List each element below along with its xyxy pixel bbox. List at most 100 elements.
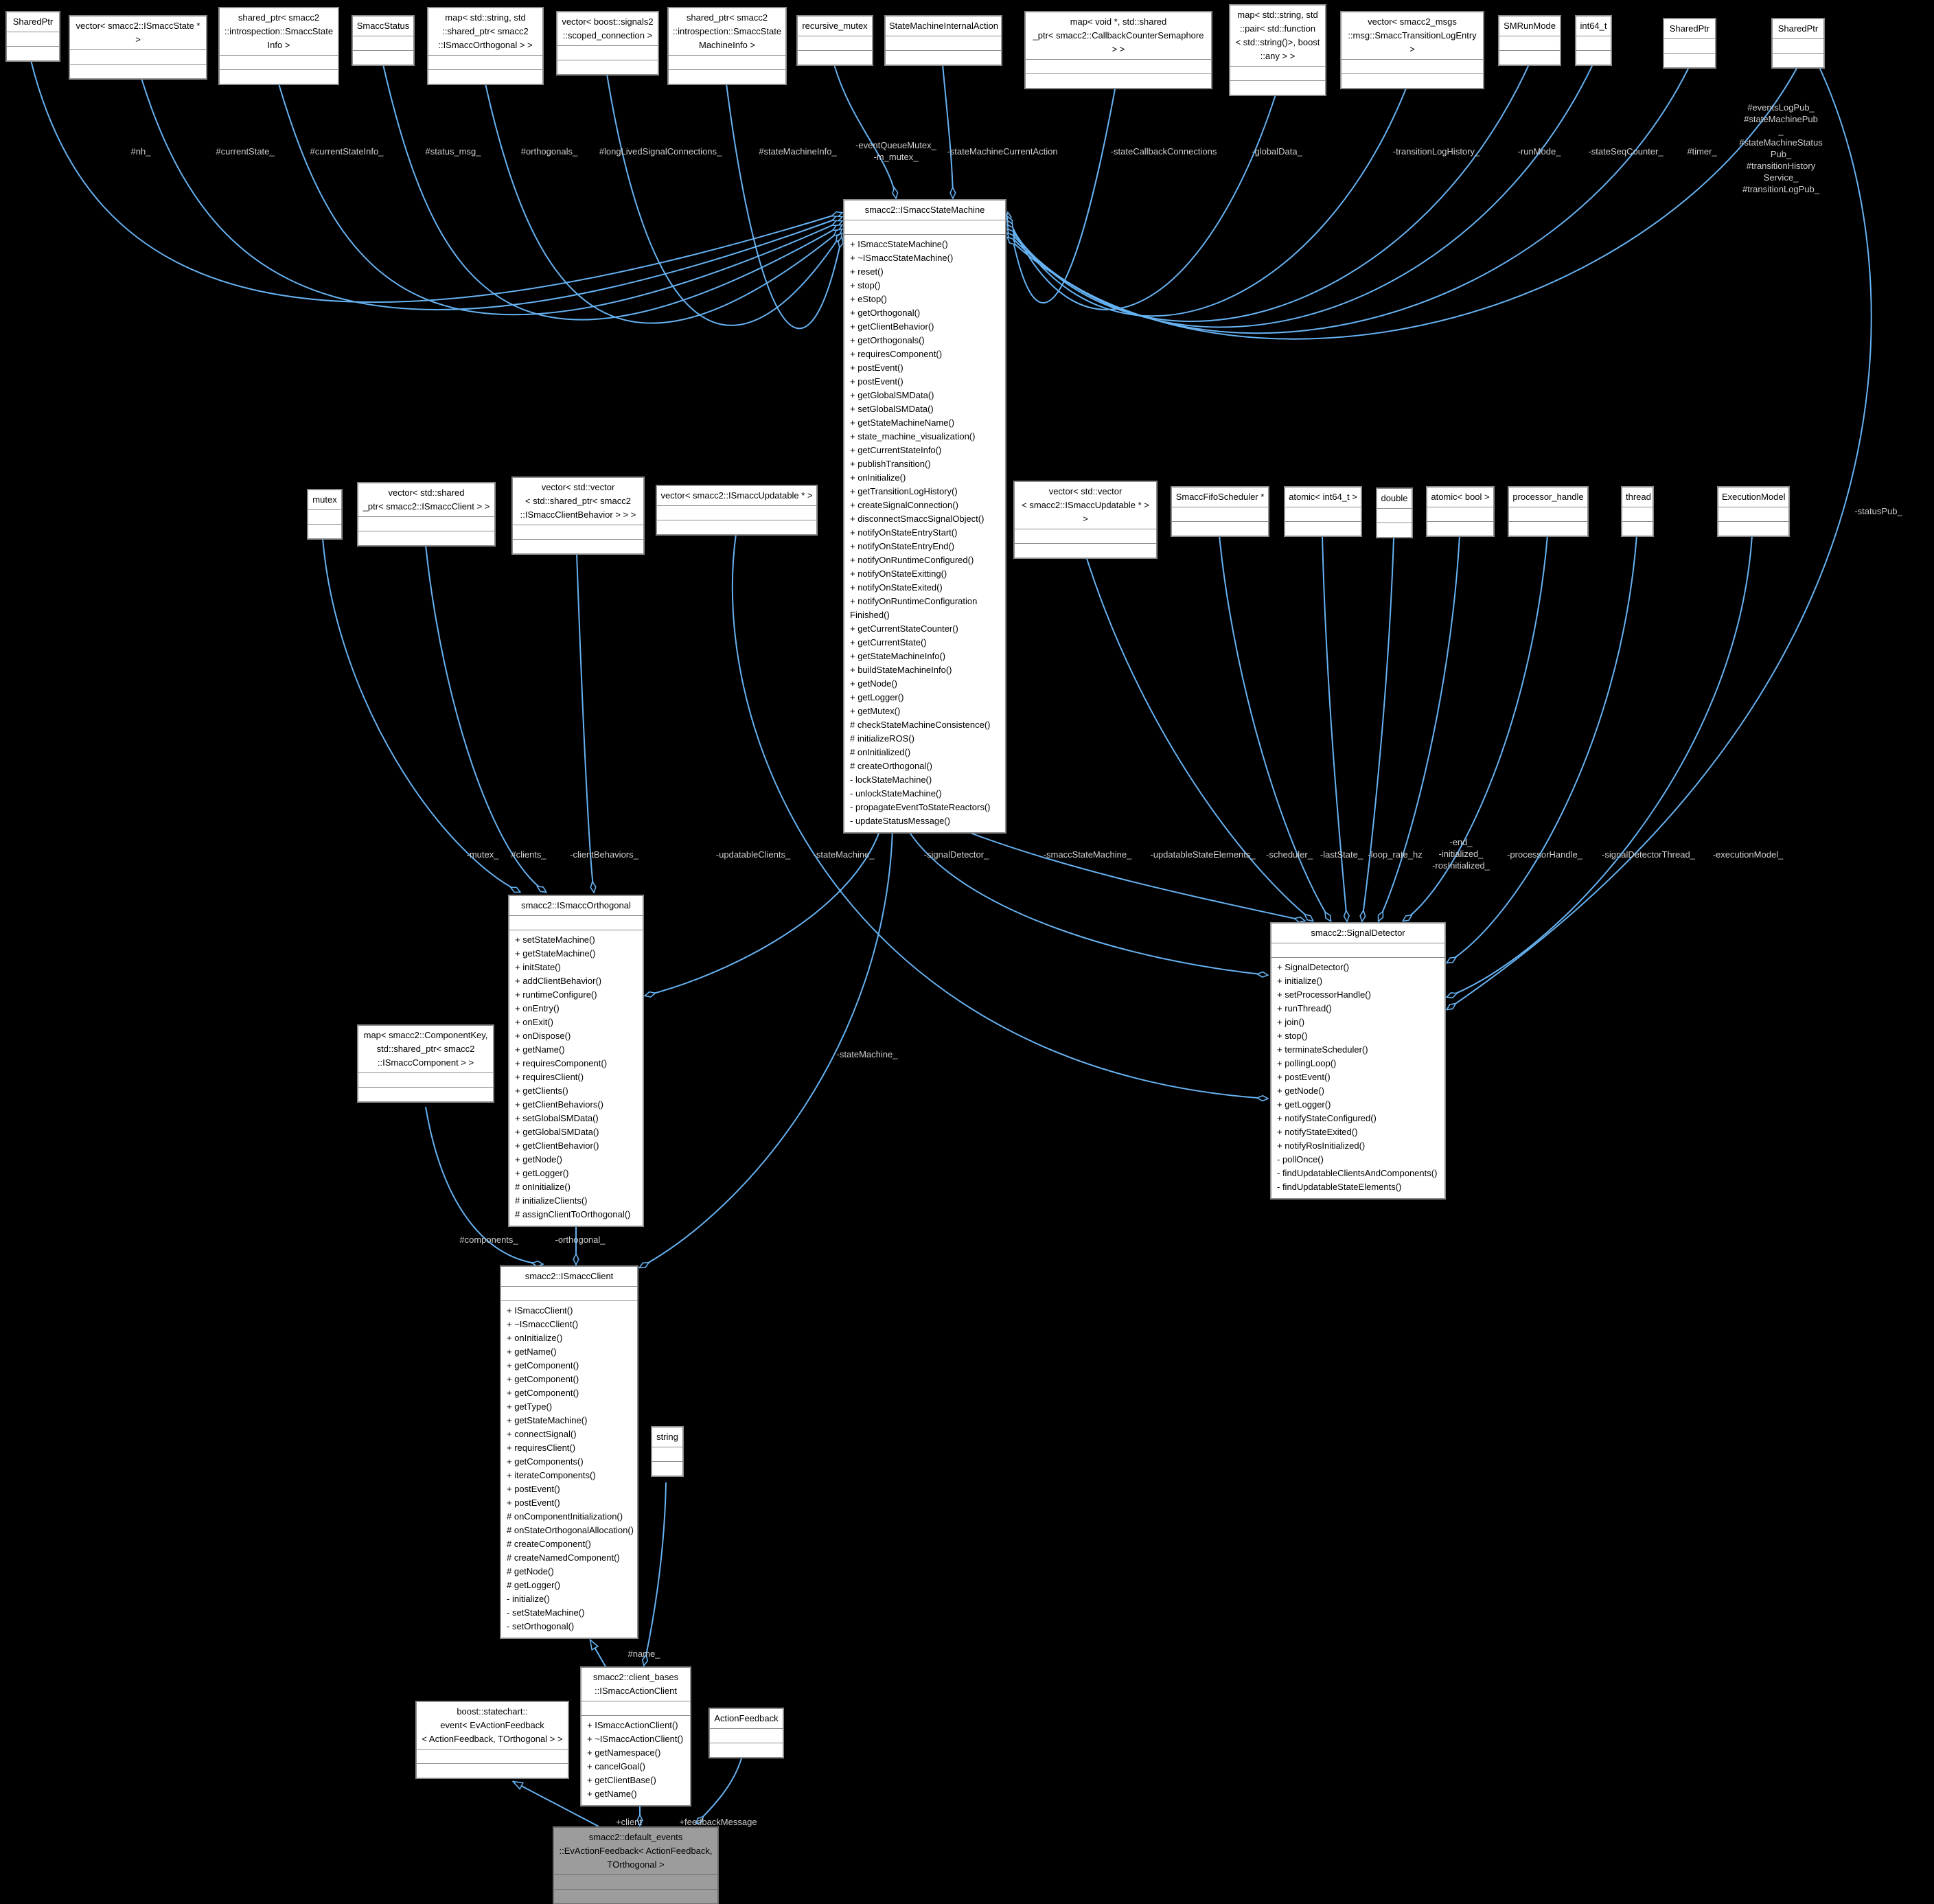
class-box-smrunmode[interactable]: SMRunMode bbox=[1498, 15, 1561, 66]
class-box-vector-ismaccclient[interactable]: vector< std::shared_ptr< smacc2::ISmaccC… bbox=[357, 482, 496, 547]
method: + getClientBehavior() bbox=[850, 321, 934, 332]
class-box-thread[interactable]: thread bbox=[1621, 486, 1654, 537]
class-title: shared_ptr< smacc2::introspection::Smacc… bbox=[669, 8, 785, 56]
methods-section: + SignalDetector()+ initialize()+ setPro… bbox=[1271, 958, 1444, 1198]
class-title: vector< std::shared_ptr< smacc2::ISmaccC… bbox=[358, 483, 494, 517]
class-box-executionmodel[interactable]: ExecutionModel bbox=[1717, 486, 1790, 537]
edge-processorHandle bbox=[1403, 535, 1548, 921]
class-box-actionfeedback[interactable]: ActionFeedback bbox=[709, 1708, 784, 1758]
method: + SignalDetector() bbox=[1277, 962, 1350, 972]
class-box-vector-ismaccupdatable[interactable]: vector< smacc2::ISmaccUpdatable * > bbox=[656, 485, 818, 536]
operations-section bbox=[1718, 522, 1788, 536]
class-box-ismaccclient[interactable]: smacc2::ISmaccClient+ ISmaccClient()+ ~I… bbox=[500, 1265, 638, 1639]
method: + getType() bbox=[507, 1401, 553, 1412]
class-box-smaccfifoscheduler[interactable]: SmaccFifoScheduler * bbox=[1171, 486, 1269, 537]
class-box-map-orthogonals[interactable]: map< std::string, std::shared_ptr< smacc… bbox=[427, 7, 544, 85]
class-box-evactionfeedback[interactable]: smacc2::default_events::EvActionFeedback… bbox=[553, 1826, 719, 1904]
methods-section: + ISmaccClient()+ ~ISmaccClient()+ onIni… bbox=[501, 1301, 637, 1638]
edge-updatableClients bbox=[731, 534, 1267, 1099]
class-box-sharedptr-smaccstatemachineinfo[interactable]: shared_ptr< smacc2::introspection::Smacc… bbox=[667, 7, 787, 85]
edge-eventQueueMutex bbox=[833, 64, 896, 198]
class-box-vector-vector-ismaccupdatable[interactable]: vector< std::vector< smacc2::ISmaccUpdat… bbox=[1013, 481, 1158, 559]
method: # initializeROS() bbox=[850, 733, 914, 744]
class-box-vector-clientbehaviors[interactable]: vector< std::vector< std::shared_ptr< sm… bbox=[511, 477, 645, 555]
class-box-recursive-mutex[interactable]: recursive_mutex bbox=[796, 15, 873, 66]
class-box-statemachineinternalaction[interactable]: StateMachineInternalAction bbox=[884, 15, 1002, 66]
method: + getNamespace() bbox=[587, 1747, 661, 1758]
operations-section bbox=[1015, 544, 1156, 558]
edge-label: -stateMachineCurrentAction bbox=[947, 146, 1058, 157]
class-box-map-components[interactable]: map< smacc2::ComponentKey,std::shared_pt… bbox=[357, 1024, 494, 1103]
class-box-map-callbackcountersemaphore[interactable]: map< void *, std::shared_ptr< smacc2::Ca… bbox=[1024, 11, 1212, 89]
method: + eStop() bbox=[850, 294, 887, 304]
class-box-vector-ismaccstate[interactable]: vector< smacc2::ISmaccState * > bbox=[69, 15, 207, 80]
method: # onStateOrthogonalAllocation() bbox=[507, 1525, 634, 1535]
class-title: vector< smacc2::ISmaccState * > bbox=[70, 16, 206, 50]
method: - setStateMachine() bbox=[507, 1607, 585, 1618]
edge-label: -processorHandle_ bbox=[1507, 849, 1582, 860]
attributes-section bbox=[1718, 507, 1788, 522]
class-box-boost-statechart-event[interactable]: boost::statechart::event< EvActionFeedba… bbox=[415, 1701, 569, 1779]
class-box-processor-handle[interactable]: processor_handle bbox=[1508, 486, 1589, 537]
class-box-double[interactable]: double bbox=[1376, 488, 1413, 538]
class-box-ismaccorthogonal[interactable]: smacc2::ISmaccOrthogonal+ setStateMachin… bbox=[508, 895, 644, 1227]
class-box-map-string-pair[interactable]: map< std::string, std::pair< std::functi… bbox=[1229, 4, 1326, 96]
edge-lastState bbox=[1322, 535, 1347, 921]
class-box-atomic-bool[interactable]: atomic< bool > bbox=[1426, 486, 1495, 537]
class-box-vector-scoped-connection[interactable]: vector< boost::signals2::scoped_connecti… bbox=[556, 11, 659, 76]
class-box-signaldetector[interactable]: smacc2::SignalDetector+ SignalDetector()… bbox=[1270, 922, 1446, 1200]
edge-label: -scheduler_ bbox=[1266, 849, 1313, 860]
class-title: SMRunMode bbox=[1499, 16, 1560, 36]
edge-signalDetectorThread bbox=[1447, 535, 1637, 963]
edge-loop-rate-hz bbox=[1362, 538, 1394, 921]
class-box-sharedptr-smaccstateinfo[interactable]: shared_ptr< smacc2::introspection::Smacc… bbox=[218, 7, 339, 85]
method: + getNode() bbox=[850, 678, 898, 689]
method: + setProcessorHandle() bbox=[1277, 989, 1371, 1000]
class-box-int64-t[interactable]: int64_t bbox=[1575, 15, 1612, 66]
methods-section: + ISmaccStateMachine()+ ~ISmaccStateMach… bbox=[844, 235, 1005, 832]
method: + notifyStateConfigured() bbox=[1277, 1113, 1377, 1123]
class-box-vector-transitionlogentry[interactable]: vector< smacc2_msgs::msg::SmaccTransitio… bbox=[1340, 11, 1484, 89]
edge-label: -stateCallbackConnections bbox=[1110, 146, 1217, 157]
class-box-sharedptr-3[interactable]: SharedPtr bbox=[1771, 18, 1825, 69]
method: + ISmaccStateMachine() bbox=[850, 239, 948, 249]
class-box-sharedptr-1[interactable]: SharedPtr bbox=[5, 11, 60, 62]
edge-label: -stateMachine_ bbox=[836, 1049, 898, 1059]
edge-stateMachine-orthogonal bbox=[645, 829, 881, 996]
attributes-section bbox=[353, 36, 413, 51]
class-title: map< std::string, std::pair< std::functi… bbox=[1230, 5, 1325, 67]
attributes-section bbox=[1576, 36, 1611, 51]
operations-section bbox=[1499, 51, 1560, 65]
class-title: SharedPtr bbox=[7, 12, 59, 32]
method: + onDispose() bbox=[515, 1031, 571, 1041]
attributes-section bbox=[428, 56, 542, 70]
edge-runMode bbox=[1008, 64, 1530, 322]
edge-label: -clientBehaviors_ bbox=[570, 849, 638, 860]
class-title: smacc2::default_events::EvActionFeedback… bbox=[554, 1828, 717, 1875]
method: + getStateMachine() bbox=[515, 948, 596, 959]
class-box-ismaccactionclient[interactable]: smacc2::client_bases::ISmaccActionClient… bbox=[580, 1666, 691, 1806]
edge-label: +client bbox=[616, 1817, 642, 1827]
edge-label: #name_ bbox=[628, 1649, 660, 1659]
operations-section bbox=[710, 1743, 783, 1757]
edge-stateMachineInfo bbox=[726, 83, 842, 330]
operations-section bbox=[358, 1088, 493, 1101]
class-box-ismaccstatemachine[interactable]: smacc2::ISmaccStateMachine+ ISmaccStateM… bbox=[843, 199, 1006, 834]
edge-label: -mutex_ bbox=[466, 849, 499, 860]
edge-statusPub bbox=[1447, 67, 1872, 1009]
class-box-smaccstatus[interactable]: SmaccStatus bbox=[352, 15, 415, 66]
operations-section bbox=[353, 51, 413, 65]
method: + iterateComponents() bbox=[507, 1470, 596, 1480]
operations-section bbox=[1230, 81, 1325, 95]
edge-label: #nh_ bbox=[130, 146, 151, 157]
class-box-sharedptr-2[interactable]: SharedPtr bbox=[1663, 18, 1716, 69]
edge-name bbox=[644, 1482, 667, 1665]
class-box-mutex[interactable]: mutex bbox=[307, 489, 343, 540]
class-title: vector< std::vector< std::shared_ptr< sm… bbox=[513, 478, 643, 525]
class-box-string[interactable]: string bbox=[651, 1426, 684, 1477]
attributes-section bbox=[1285, 507, 1361, 522]
class-box-atomic-int64[interactable]: atomic< int64_t > bbox=[1284, 486, 1362, 537]
edge-label: #eventsLogPub_ #stateMachinePub _ #state… bbox=[1739, 102, 1823, 194]
edge-inherit-ismaccclient bbox=[590, 1640, 606, 1667]
method: + addClientBehavior() bbox=[515, 976, 602, 986]
